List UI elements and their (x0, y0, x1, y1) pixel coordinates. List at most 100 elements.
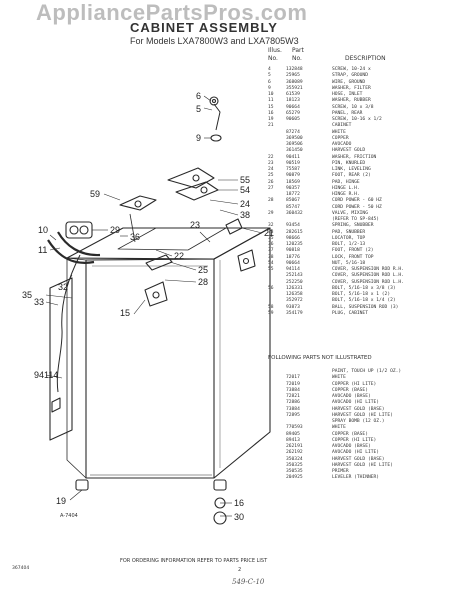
not-illustrated-part: 262191 (286, 444, 303, 449)
snubber-pad (145, 254, 173, 271)
parts-row-desc: FOOT, REAR (2) (332, 173, 371, 179)
callout-9: 9 (196, 133, 201, 143)
callout-38: 38 (240, 210, 250, 220)
parts-row-part: 126358 (286, 292, 303, 297)
ground-strap (213, 103, 221, 131)
parts-row-part: 90411 (286, 154, 300, 160)
parts-row-part: 354179 (286, 310, 303, 316)
parts-row-illus: 55 (268, 267, 274, 272)
col-header-part-no: No. (292, 55, 302, 62)
callout-35: 35 (22, 290, 32, 300)
not-illustrated-part: 72019 (286, 381, 300, 387)
not-illustrated-desc: AVOCADO (BASE) (332, 444, 371, 449)
parts-row-illus: 16 (268, 110, 274, 116)
parts-row-part: 132848 (286, 67, 303, 72)
parts-row-illus: 27 (268, 185, 274, 191)
parts-row-part: 85067 (286, 198, 300, 204)
parts-row-illus: 5 (268, 73, 271, 79)
callout-10: 10 (38, 225, 48, 235)
not-illustrated-desc: AVOCADO (HI LITE) (332, 400, 380, 406)
parts-row-part: 85747 (286, 204, 300, 210)
not-illustrated-desc: LEVELER (THINNER) (332, 475, 380, 481)
callout-15: 15 (120, 308, 130, 318)
parts-row-part: 18123 (286, 98, 300, 104)
parts-row-illus: 23 (268, 160, 274, 166)
callout-22: 22 (174, 251, 184, 261)
callout-6: 6 (196, 91, 201, 101)
parts-row-illus: 33 (268, 229, 274, 235)
parts-row-desc: CABINET (332, 123, 352, 129)
parts-row-desc: COVER, SUSPENSION ROD L.H. (332, 273, 404, 279)
parts-row-illus: 4 (268, 67, 271, 72)
not-illustrated-desc: HARVEST GOLD (BASE) (332, 456, 385, 462)
parts-row-desc: STRAP, GROUND (332, 73, 368, 79)
parts-row-part: 90818 (286, 248, 300, 254)
not-illustrated-part: 350535 (286, 469, 303, 474)
not-illustrated-part: 262192 (286, 450, 303, 456)
callout-59: 59 (90, 189, 100, 199)
parts-row-part: 282615 (286, 229, 303, 235)
callout-23: 23 (190, 220, 200, 230)
parts-row-desc: WASHER, FRICTION (332, 154, 377, 160)
not-illustrated-desc: WHITE (332, 425, 346, 431)
not-illustrated-desc: COPPER (BASE) (332, 387, 368, 393)
parts-row-desc: COPPER (332, 135, 349, 141)
parts-row-desc: HINGE L.H. (332, 185, 360, 191)
parts-row-illus: 59 (268, 310, 274, 316)
not-illustrated-row: 72019 COPPER (HI LITE) (268, 382, 474, 388)
parts-row-desc: COVER, SUSPENSION ROD L.H. (332, 279, 404, 285)
parts-row-desc: COVER, SUSPENSION ROD R.H. (332, 267, 404, 272)
parts-row-part: 90605 (286, 117, 300, 122)
parts-row-part: 25965 (286, 73, 300, 79)
not-illustrated-part: 204925 (286, 475, 303, 481)
not-illustrated-row: 350324 HARVEST GOLD (BASE) (268, 457, 474, 463)
parts-row-illus: 56 (268, 285, 274, 291)
parts-row-part: 352972 (286, 298, 303, 304)
parts-row-part: 65279 (286, 110, 300, 116)
parts-row-part: 90664 (286, 260, 300, 266)
page-number: 2 (238, 567, 242, 573)
front-foot-right (213, 479, 227, 491)
power-cord (56, 254, 81, 393)
callout-28: 28 (198, 277, 208, 287)
not-illustrated-desc: COPPER (HI LITE) (332, 381, 377, 387)
callout-24: 24 (240, 199, 250, 209)
not-illustrated-desc: AVOCADO (HI LITE) (332, 450, 380, 456)
parts-row-illus: 25 (268, 173, 274, 179)
not-illustrated-desc: COPPER (BASE) (332, 431, 368, 437)
not-illustrated-part: 73884 (286, 387, 300, 393)
parts-row-part: 90357 (286, 185, 300, 191)
callout-36: 36 (130, 232, 140, 242)
parts-row-illus: 58 (268, 304, 274, 310)
not-illustrated-desc: AVOCADO (BASE) (332, 394, 371, 399)
parts-row: 27 90357 HINGE L.H. (268, 186, 474, 192)
parts-row-part: 98666 (286, 235, 300, 241)
handwritten-note: 549-C-10 (232, 578, 265, 586)
callout-19: 19 (56, 496, 66, 506)
not-illustrated-part: 350324 (286, 456, 303, 462)
parts-row-part: 90879 (286, 173, 300, 179)
parts-row-part: 93454 (286, 223, 300, 229)
parts-row-part: 90519 (286, 160, 300, 166)
parts-row: 25 90879 FOOT, REAR (2) (268, 173, 474, 179)
model-numbers: For Models LXA7800W3 and LXA7805W3 (130, 36, 299, 46)
